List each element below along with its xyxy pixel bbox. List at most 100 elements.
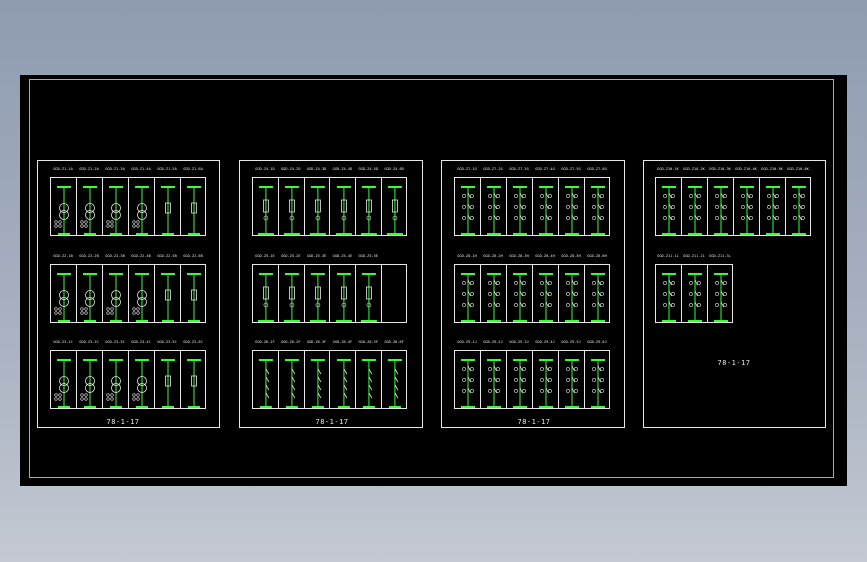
panel-column (533, 351, 559, 408)
single-line-symbol (106, 273, 123, 322)
panel-label: GGD-Z10-3K (709, 167, 731, 171)
panel-column (656, 265, 682, 322)
single-line-symbol (688, 186, 702, 235)
panel-label: GGD-Z2-2B (79, 254, 99, 258)
panel-label: GGD-Z7-4G (535, 167, 555, 171)
single-line-symbol (513, 273, 527, 322)
panel-column (77, 178, 103, 235)
panel-label: GGD-Z7-5G (561, 167, 581, 171)
panel-label: GGD-Z6-4F (332, 340, 353, 344)
panel-column (356, 178, 383, 235)
single-line-symbol (80, 359, 97, 408)
panel-row (50, 350, 206, 409)
single-line-symbol (539, 186, 553, 235)
panel-column (356, 265, 383, 322)
single-line-symbol (132, 359, 149, 408)
panel-column (734, 178, 760, 235)
single-line-symbol (310, 359, 325, 408)
panel-row (454, 177, 610, 236)
single-line-symbol (80, 273, 97, 322)
single-line-symbol (387, 186, 404, 235)
single-line-symbol (565, 359, 579, 408)
panel-column (760, 178, 786, 235)
panel-column (559, 178, 585, 235)
panel-column (305, 265, 331, 322)
panel-label: GGD-Z4-4D (332, 167, 353, 171)
single-line-symbol (361, 186, 378, 235)
single-line-symbol (362, 359, 377, 408)
panel-column (682, 265, 708, 322)
panel-label: GGD-Z6-3F (306, 340, 327, 344)
panel-column (253, 265, 279, 322)
panel-column (129, 351, 155, 408)
panel-label: GGD-Z1-6A (183, 167, 203, 171)
panel-label: GGD-Z5-2E (281, 254, 301, 258)
panel-label: GGD-Z3-4C (131, 340, 151, 344)
panel-label: GGD-Z8-2H (483, 254, 503, 258)
single-line-symbol (565, 273, 579, 322)
panel-label: GGD-Z2-4B (131, 254, 151, 258)
single-line-symbol (539, 359, 553, 408)
panel-label: GGD-Z11-3L (709, 254, 731, 258)
single-line-symbol (487, 359, 501, 408)
single-line-symbol (132, 186, 149, 235)
panel-label: GGD-Z10-5K (761, 167, 783, 171)
panel-column (51, 351, 77, 408)
panel-label: GGD-Z3-5C (157, 340, 177, 344)
single-line-symbol (106, 186, 123, 235)
panel-row (252, 350, 407, 409)
panel-column (331, 178, 357, 235)
panel-column (305, 178, 331, 235)
single-line-symbol (54, 273, 71, 322)
drawing-border-frame (29, 79, 834, 478)
single-line-symbol (513, 186, 527, 235)
panel-column (533, 178, 559, 235)
panel-label: GGD-Z8-1H (457, 254, 477, 258)
panel-row (454, 350, 610, 409)
panel-label: GGD-Z4-6D (384, 167, 404, 171)
panel-column (279, 265, 305, 322)
panel-label: GGD-Z10-6K (787, 167, 809, 171)
single-line-symbol (309, 186, 326, 235)
sheet-title: 78-1-17 (517, 418, 551, 426)
panel-label: GGD-Z7-1G (457, 167, 477, 171)
sheet-1: 78-1-17 (37, 160, 220, 428)
panel-label: GGD-Z8-6H (587, 254, 607, 258)
panel-label: GGD-Z5-1E (255, 254, 275, 258)
panel-column (331, 265, 357, 322)
panel-label: GGD-Z6-2F (281, 340, 301, 344)
panel-column (129, 178, 155, 235)
panel-label: GGD-Z9-2J (483, 340, 503, 344)
single-line-symbol (487, 186, 501, 235)
panel-row (454, 264, 610, 323)
panel-column (103, 265, 129, 322)
single-line-symbol (539, 273, 553, 322)
panel-column (103, 351, 129, 408)
single-line-symbol (662, 186, 676, 235)
panel-column (481, 178, 507, 235)
single-line-symbol (187, 359, 201, 408)
single-line-symbol (714, 273, 728, 322)
panel-label: GGD-Z11-1L (657, 254, 679, 258)
cad-drawing-canvas: 78-1-17 78-1-17 78-1-17 78-1-17 GGD-Z1-1… (20, 75, 847, 486)
single-line-symbol (792, 186, 806, 235)
panel-column (77, 265, 103, 322)
panel-label: GGD-Z5-3E (306, 254, 327, 258)
sheet-title: 78-1-17 (717, 359, 751, 367)
single-line-symbol (662, 273, 676, 322)
single-line-symbol (258, 359, 273, 408)
panel-label: GGD-Z9-3J (509, 340, 529, 344)
panel-label: GGD-Z5-5E (358, 254, 378, 258)
single-line-symbol (161, 359, 175, 408)
panel-label: GGD-Z9-4J (535, 340, 555, 344)
panel-label: GGD-Z1-2A (79, 167, 99, 171)
panel-column (51, 178, 77, 235)
single-line-symbol (54, 359, 71, 408)
panel-row (252, 177, 407, 236)
single-line-symbol (284, 359, 299, 408)
panel-column (533, 265, 559, 322)
panel-column (129, 265, 155, 322)
panel-column (455, 178, 481, 235)
panel-column (507, 178, 533, 235)
panel-label: GGD-Z1-5A (157, 167, 177, 171)
